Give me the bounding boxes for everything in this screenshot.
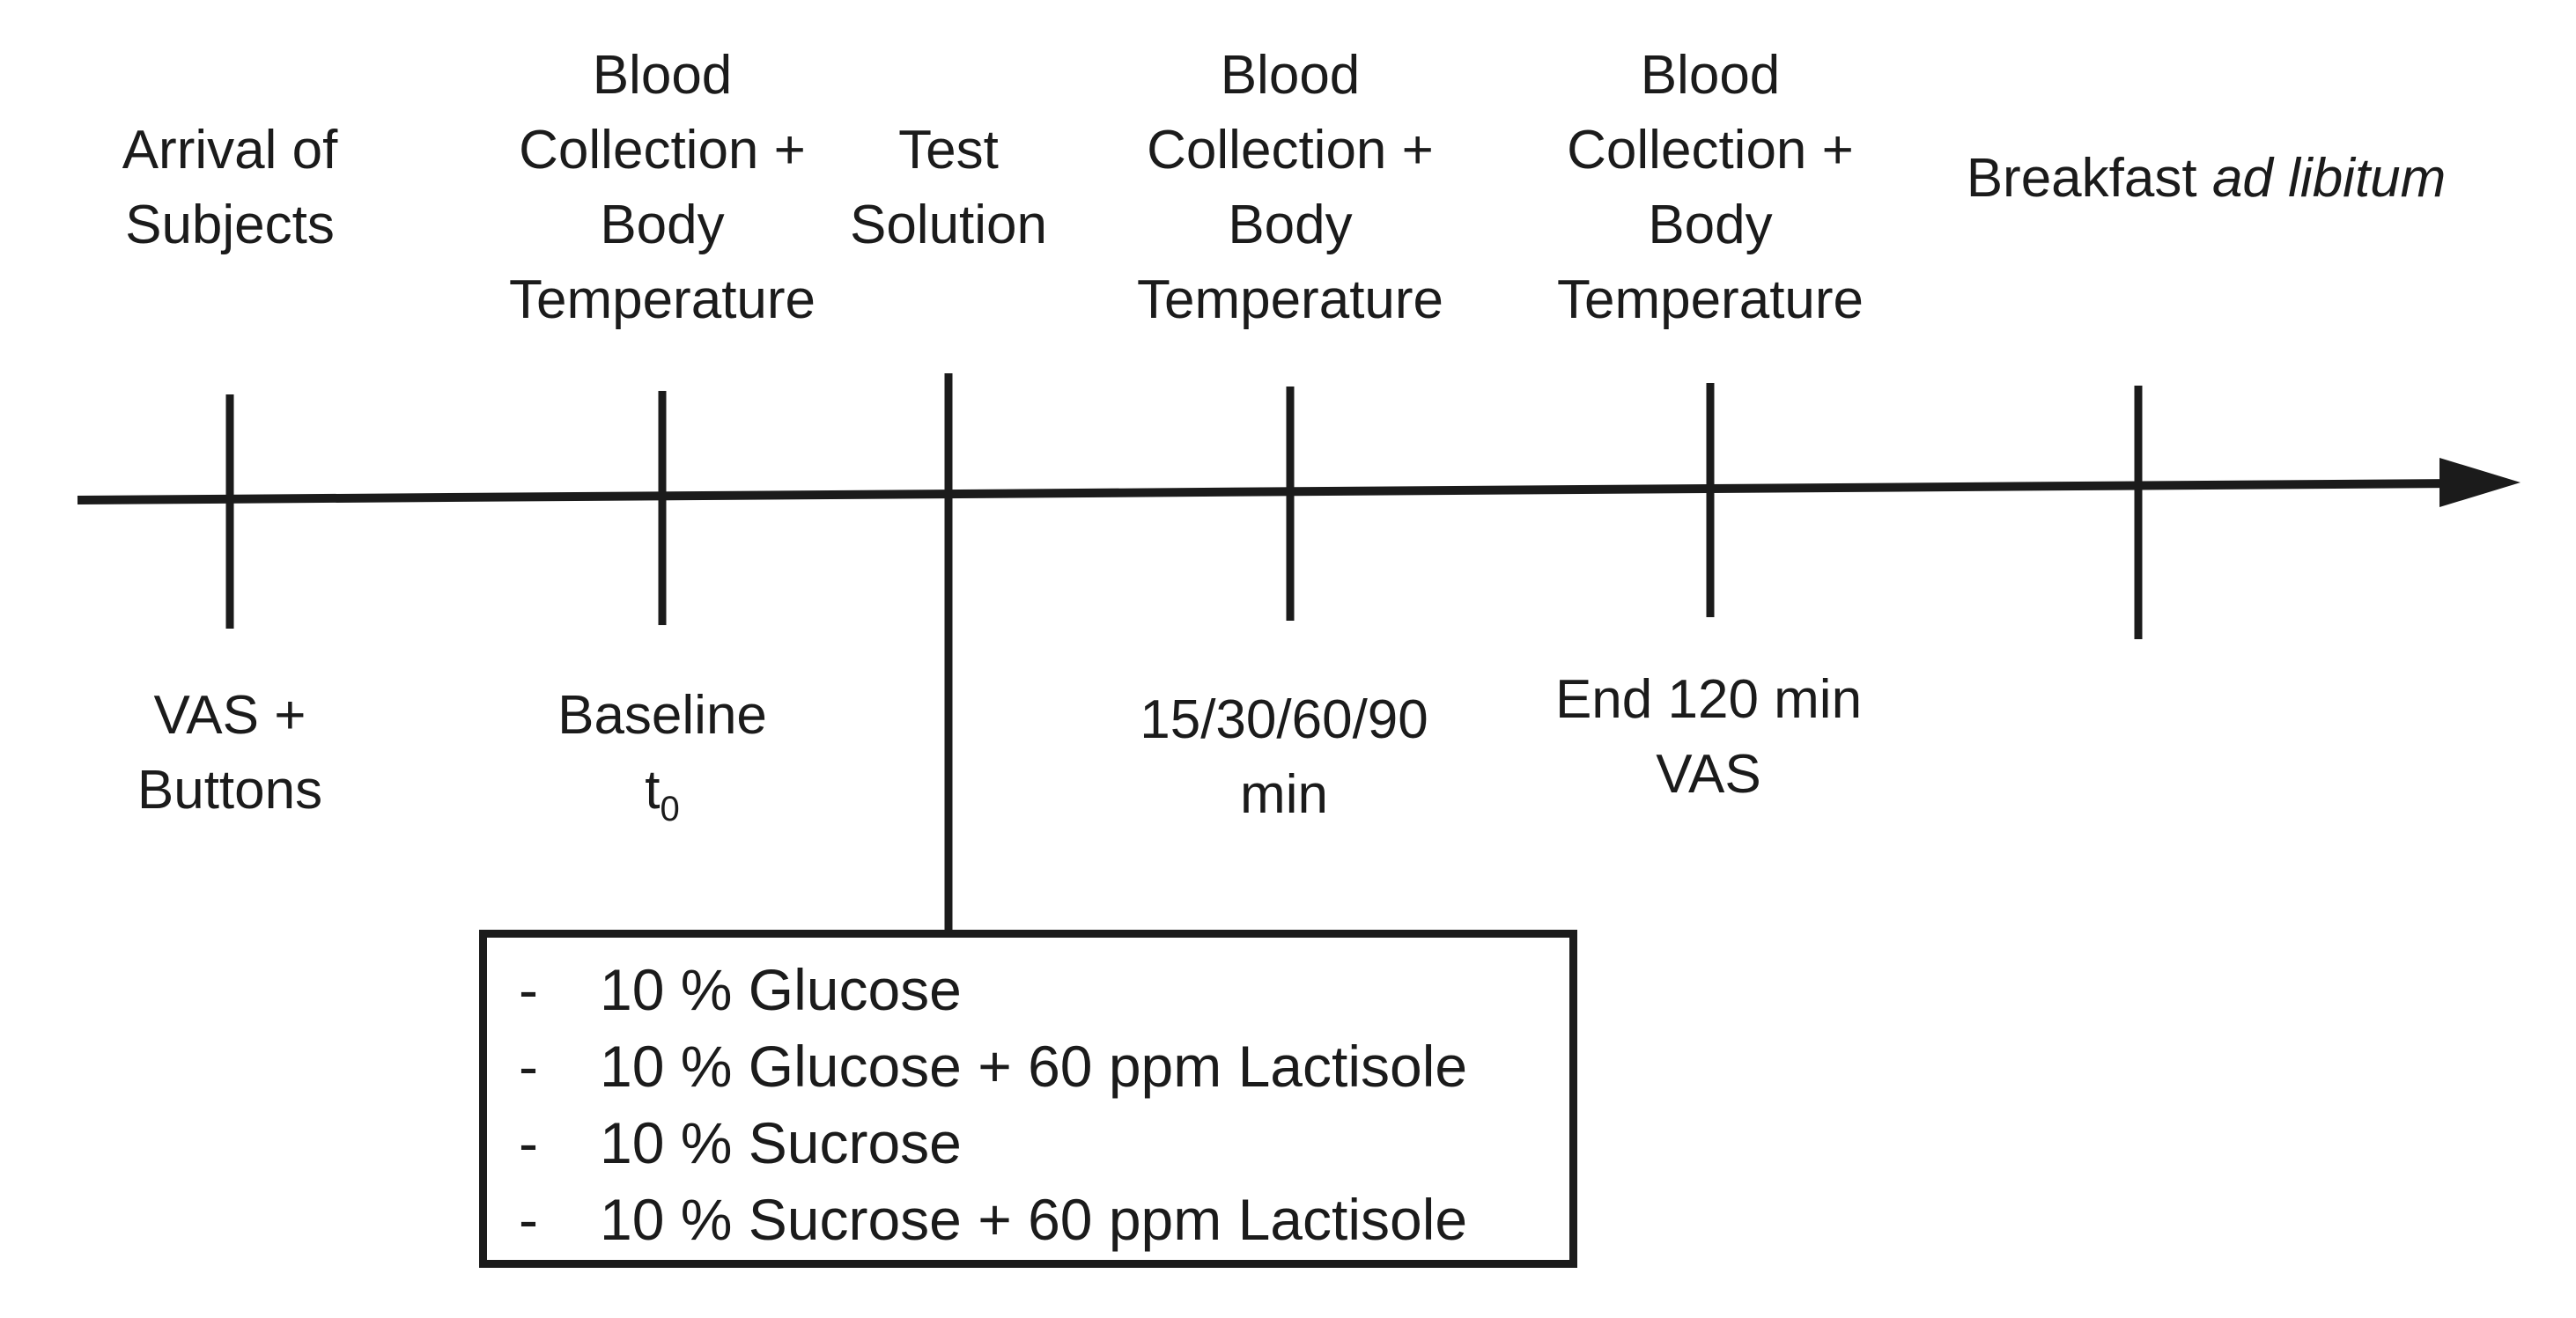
label-line: 15/30/60/90 (1140, 689, 1428, 750)
event-sublabel-baseline-t0: Baseline t0 (557, 678, 767, 828)
dash-bullet: - (519, 1187, 538, 1252)
timeline-arrow-line (77, 479, 2460, 504)
label-line: VAS + (153, 685, 306, 746)
solution-text: 10 % Glucose + 60 ppm Lactisole (600, 1034, 1468, 1099)
label-line: Solution (849, 195, 1048, 255)
label-line: Buttons (137, 760, 323, 821)
label-line: Body (1228, 195, 1353, 255)
label-line: Temperature (508, 269, 816, 330)
timeline-arrowhead (2439, 458, 2521, 507)
event-label-blood-collection-2: Blood Collection + Body Temperature (1137, 38, 1443, 337)
solution-text: 10 % Sucrose + 60 ppm Lactisole (600, 1187, 1468, 1252)
label-line: Body (1648, 195, 1773, 255)
label-line: Subjects (125, 195, 335, 255)
label-line: Temperature (1136, 269, 1444, 330)
solution-item: -10 % Glucose (519, 952, 1569, 1028)
label-line: Blood (1220, 45, 1361, 106)
event-sublabel-vas-buttons: VAS + Buttons (137, 678, 322, 828)
label-text: Breakfast (1966, 148, 2197, 209)
label-line: Baseline (557, 685, 767, 746)
solution-item: -10 % Sucrose + 60 ppm Lactisole (519, 1182, 1569, 1258)
label-line: Arrival of (122, 120, 338, 180)
label-line: t0 (557, 753, 767, 828)
test-solutions-box: -10 % Glucose -10 % Glucose + 60 ppm Lac… (479, 930, 1577, 1268)
label-text-italic: ad libitum (2211, 148, 2447, 209)
label-line: Collection + (1567, 120, 1854, 180)
label-line: min (1240, 764, 1328, 825)
event-sublabel-end-120-min-vas: End 120 min VAS (1555, 662, 1862, 812)
dash-bullet: - (519, 1034, 538, 1099)
label-line: Collection + (519, 120, 806, 180)
event-label-arrival: Arrival of Subjects (122, 113, 338, 262)
solution-text: 10 % Glucose (600, 957, 962, 1022)
solution-item: -10 % Sucrose (519, 1105, 1569, 1182)
dash-bullet: - (519, 957, 538, 1022)
event-label-blood-collection-3: Blood Collection + Body Temperature (1557, 38, 1864, 337)
label-line: Blood (1640, 45, 1781, 106)
event-label-test-solution: Test Solution (850, 113, 1047, 262)
dash-bullet: - (519, 1110, 538, 1175)
label-line: VAS (1656, 744, 1761, 805)
label-line: Body (600, 195, 725, 255)
time-subscript: 0 (660, 790, 680, 828)
solution-text: 10 % Sucrose (600, 1110, 962, 1175)
label-line: Collection + (1147, 120, 1434, 180)
label-line: End 120 min (1554, 669, 1863, 730)
label-line: Blood (592, 45, 733, 106)
event-label-blood-collection-1: Blood Collection + Body Temperature (509, 38, 816, 337)
event-sublabel-15-30-60-90-min: 15/30/60/90 min (1140, 682, 1428, 832)
time-symbol: t (645, 760, 661, 821)
label-line: Test (898, 120, 999, 180)
solution-item: -10 % Glucose + 60 ppm Lactisole (519, 1028, 1569, 1105)
label-line: Temperature (1556, 269, 1864, 330)
